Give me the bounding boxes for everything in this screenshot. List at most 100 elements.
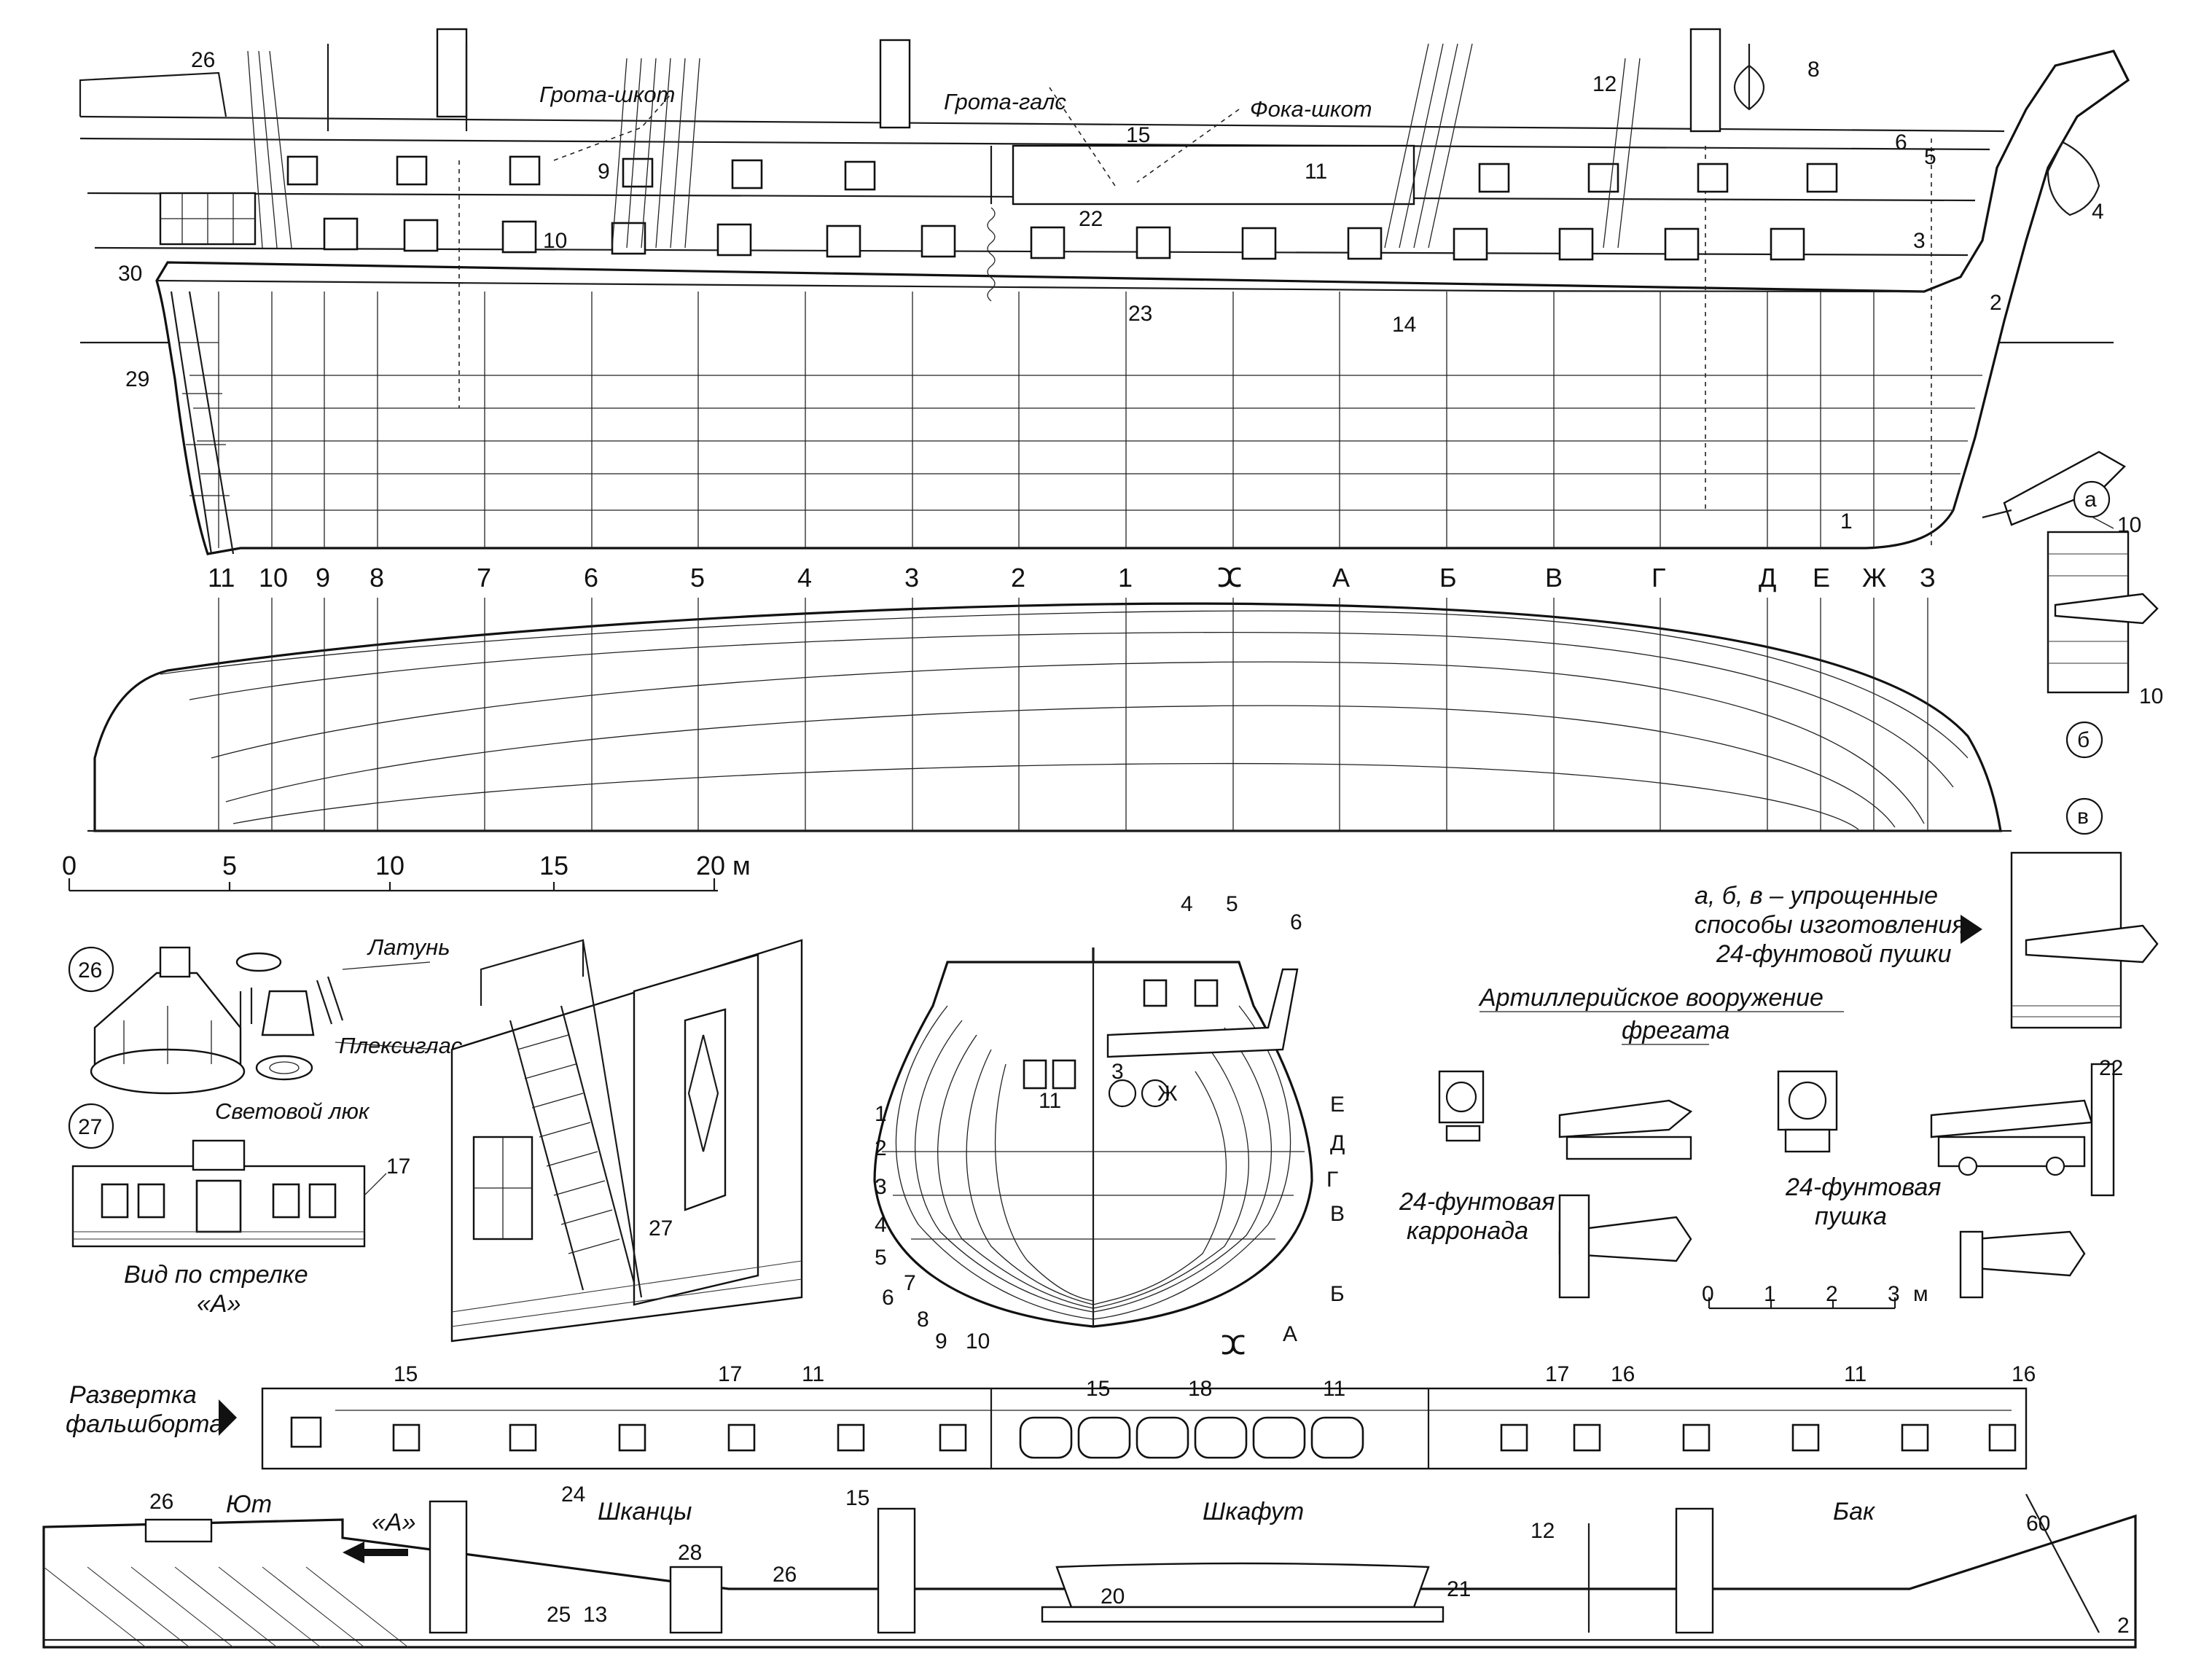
- deck-callout-26a: 26: [149, 1490, 173, 1514]
- body-right-d: Д: [1330, 1131, 1345, 1155]
- mizzen-mast-stump: [436, 28, 468, 118]
- detail-27-caption-2: «А»: [197, 1290, 241, 1318]
- callout-2: 2: [1990, 291, 2002, 315]
- mizzen-stub: [429, 1500, 468, 1634]
- body-callout-4: 4: [1181, 892, 1193, 916]
- carronade-label-1: 24-фунтовая: [1399, 1188, 1555, 1216]
- body-plan: 4 5 6 1 2 3 4 5 6 7 8 9 10 Е Д Г В Б А 1…: [873, 892, 1345, 1360]
- profile-stations: [218, 292, 1875, 548]
- station-g: Г: [1652, 563, 1666, 593]
- deck-callout-12: 12: [1531, 1519, 1555, 1543]
- bulwark-callout-17a: 17: [718, 1362, 742, 1386]
- callout-23: 23: [1128, 302, 1152, 326]
- station-2: 2: [1011, 563, 1025, 593]
- deck-callout-28: 28: [678, 1541, 702, 1565]
- material-brass: Латунь: [367, 934, 450, 960]
- station-lines: [218, 598, 1928, 831]
- bulwark-title-1: Развертка: [69, 1381, 197, 1409]
- deck-label-yut: Ют: [226, 1490, 272, 1518]
- callout-9: 9: [598, 160, 610, 184]
- material-plexiglass: Плексиглас: [339, 1033, 463, 1058]
- artillery-title-1: Артиллерийское вооружение: [1478, 984, 1824, 1012]
- detail-27-callout-17: 17: [386, 1154, 410, 1179]
- scale-tick-5: 5: [222, 851, 237, 880]
- detail-26: 26 Латунь Плексиглас: [68, 934, 463, 1095]
- bulwark-callout-17b: 17: [1545, 1362, 1569, 1386]
- aft-sections: [895, 1005, 1094, 1320]
- station-z: З: [1920, 563, 1936, 593]
- ships-boat: [1055, 1562, 1430, 1609]
- main-stub: [877, 1507, 916, 1634]
- callout-11: 11: [1305, 160, 1327, 184]
- main-gun-ports: [323, 217, 1805, 261]
- gun-label-2: пушка: [1815, 1203, 1887, 1230]
- side-view-callouts: 26 15 11 12 8 6 5 4 3 2 1 9 10 22 23 14 …: [118, 48, 2104, 534]
- station-e: Е: [1813, 563, 1830, 593]
- deck-callout-13: 13: [583, 1603, 607, 1627]
- body-left-3: 3: [875, 1175, 887, 1199]
- stern-top: [79, 71, 227, 117]
- bulwark-title-2: фальшборта: [66, 1410, 223, 1438]
- body-callout-5: 5: [1226, 892, 1238, 916]
- station-4: 4: [797, 563, 812, 593]
- upper-rail: [79, 115, 2005, 133]
- body-right-a: А: [1283, 1322, 1297, 1346]
- method-v-letter: в: [2077, 805, 2089, 829]
- method-b-callout: 10: [2139, 684, 2163, 708]
- deck-label-shkafut: Шкафут: [1203, 1498, 1304, 1525]
- callout-6: 6: [1895, 130, 1907, 155]
- bulwark-callout-16b: 16: [2012, 1362, 2036, 1386]
- body-left-4: 4: [875, 1213, 887, 1237]
- deck-label-shkantsy: Шканцы: [598, 1498, 692, 1525]
- art-scale-3: 3: [1888, 1282, 1900, 1306]
- methods-section: а 10 10 б в а, б, в – упрощенные способы…: [1695, 450, 2163, 1029]
- fore-mast-stump: [1689, 28, 1721, 133]
- planking-lines: [189, 375, 1982, 511]
- detail-27-caption-1: Вид по стрелке: [124, 1261, 308, 1289]
- body-inner-3: 3: [1111, 1060, 1124, 1084]
- gun-label-1: 24-фунтовая: [1785, 1173, 1941, 1201]
- body-callout-6: 6: [1290, 910, 1302, 934]
- body-left-9: 9: [935, 1329, 947, 1353]
- bulwark-callout-15c: 15: [845, 1486, 869, 1510]
- ladder-callout-27: 27: [649, 1216, 673, 1241]
- skylight-label: Световой люк: [215, 1098, 370, 1124]
- station-3: 3: [904, 563, 919, 593]
- deck-callout-21: 21: [1447, 1577, 1471, 1601]
- deck-callout-26b: 26: [773, 1563, 797, 1587]
- station-6: 6: [584, 563, 598, 593]
- art-scale-unit: м: [1913, 1282, 1928, 1306]
- inboard-hatching: [43, 1566, 409, 1648]
- callout-22: 22: [1079, 207, 1103, 231]
- callout-15: 15: [1126, 123, 1150, 147]
- body-left-8: 8: [917, 1308, 929, 1332]
- station-8: 8: [370, 563, 384, 593]
- fwd-sections: [1092, 1005, 1291, 1320]
- methods-note-3: 24-фунтовой пушки: [1716, 940, 1952, 968]
- station-10: 10: [259, 563, 288, 593]
- station-5: 5: [690, 563, 705, 593]
- bulwark-carriages: [290, 1416, 2017, 1452]
- scale-unit: м: [732, 851, 751, 880]
- cathead: [1106, 968, 1299, 1058]
- method-a-barrel: [2003, 450, 2126, 526]
- station-9: 9: [316, 563, 330, 593]
- callout-30: 30: [118, 262, 142, 286]
- body-inner-11: 11: [1039, 1089, 1061, 1113]
- bulwark-arrow: [219, 1399, 237, 1436]
- callout-5: 5: [1924, 145, 1936, 169]
- body-bottom-midship: ⵋ: [1221, 1330, 1246, 1360]
- deck-callout-60: 60: [2026, 1512, 2050, 1536]
- bulwark-callout-24: 24: [561, 1482, 585, 1507]
- body-right-b: Б: [1330, 1282, 1345, 1306]
- body-left-7: 7: [904, 1271, 916, 1295]
- arrow-a: [343, 1542, 408, 1563]
- station-midship: ⵋ: [1217, 563, 1242, 593]
- scale-tick-10: 10: [375, 851, 404, 880]
- bulwark-callout-11c: 11: [1844, 1362, 1867, 1386]
- methods-arrow: [1961, 915, 1982, 944]
- half-breadth-plan: 11 10 9 8 7 6 5 4 3 2 1 ⵋ А Б В Г Д Е Ж …: [87, 563, 2012, 832]
- method-b-letter: б: [2077, 728, 2090, 752]
- hammock-nettings: [1019, 1416, 1364, 1459]
- methods-note-2: способы изготовления: [1695, 911, 1965, 939]
